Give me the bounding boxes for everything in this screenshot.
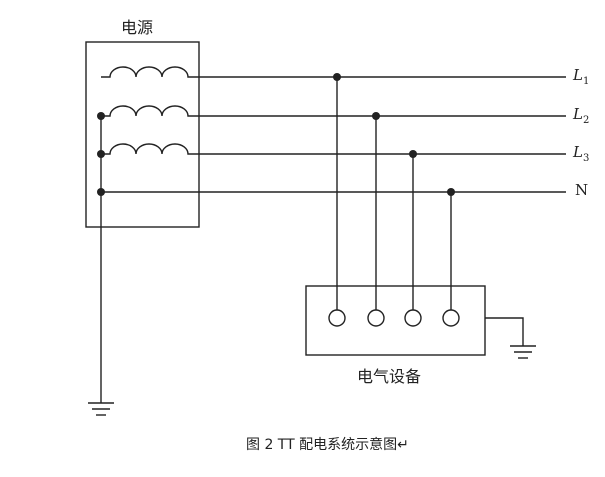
power-source-box bbox=[85, 41, 200, 228]
junction-dot bbox=[447, 188, 455, 196]
terminal-l1 bbox=[328, 309, 346, 327]
equipment-label: 电气设备 bbox=[357, 367, 422, 386]
coil-l2 bbox=[101, 105, 195, 117]
equipment-ground-symbol bbox=[510, 345, 536, 359]
equipment-earth-lead bbox=[485, 317, 524, 346]
junction-dot bbox=[97, 112, 105, 120]
terminal-l2 bbox=[367, 309, 385, 327]
coil-l1 bbox=[101, 66, 195, 78]
line-label-l1: L1 bbox=[573, 66, 590, 87]
line-label-n: N bbox=[575, 181, 589, 199]
junction-dot bbox=[97, 188, 105, 196]
line-label-l3: L3 bbox=[573, 143, 590, 164]
equipment-box bbox=[305, 285, 486, 356]
line-label-l2: L2 bbox=[573, 105, 590, 126]
figure-caption: 图 2 TT 配电系统示意图↵ bbox=[246, 437, 409, 453]
terminal-l3 bbox=[404, 309, 422, 327]
terminal-n bbox=[442, 309, 460, 327]
source-ground-symbol bbox=[88, 402, 114, 416]
junction-dot bbox=[372, 112, 380, 120]
junction-dot bbox=[409, 150, 417, 158]
junction-dot bbox=[97, 150, 105, 158]
coil-l3 bbox=[101, 143, 195, 155]
junction-dot bbox=[333, 73, 341, 81]
power-source-label: 电源 bbox=[121, 18, 154, 37]
